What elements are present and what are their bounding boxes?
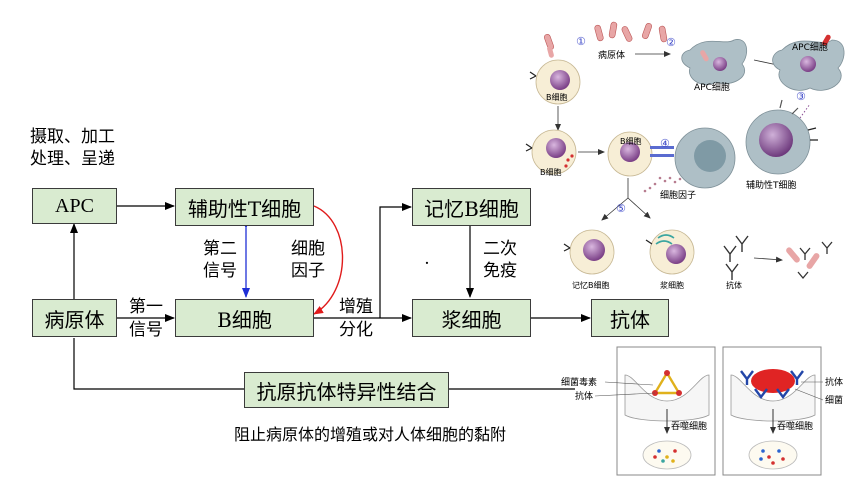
- panel-toxin: [624, 370, 710, 470]
- illus-apc-label-2: APC细胞: [792, 41, 828, 53]
- step-1: ①: [576, 35, 586, 48]
- label-secondary-line2: 免疫: [483, 261, 517, 281]
- label-cytokine-line1: 细胞: [291, 239, 325, 259]
- label-toxin: 细菌毒素: [561, 376, 597, 388]
- b-cell-activated: [607, 131, 674, 177]
- node-antibody: 抗体: [591, 299, 669, 337]
- node-plasma: 浆细胞: [412, 299, 531, 337]
- node-helper-t: 辅助性T细胞: [175, 188, 314, 226]
- step-3: ③: [796, 90, 806, 103]
- panel-bacteria: [730, 369, 816, 470]
- label-capture-line1: 摄取、加工: [30, 127, 115, 147]
- arrow-cytokine: [313, 205, 344, 315]
- apc-cell-1: [681, 39, 748, 85]
- arrow-bcell-to-memory: [379, 203, 412, 318]
- label-cytokine-line2: 因子: [291, 261, 325, 281]
- illus-pathogen-label: 病原体: [598, 49, 625, 61]
- label-signal2-line1: 第二: [203, 239, 237, 259]
- illus-bcell-label-mid: B细胞: [540, 167, 562, 177]
- label-bacteria: 细菌: [825, 394, 843, 406]
- label-antibody-right: 抗体: [825, 376, 843, 388]
- helper-t-cell-left: [674, 127, 736, 189]
- label-proliferation: 增殖 分化: [334, 296, 378, 341]
- step-2: ②: [666, 36, 676, 49]
- antibody-pathogen-complex: [786, 241, 833, 280]
- phagocytosis-illustration: 细菌毒素 抗体 吞噬细胞 抗体 细菌 吞噬细胞: [561, 346, 843, 476]
- step-4: ④: [660, 137, 670, 150]
- node-apc: APC: [32, 188, 117, 224]
- immune-illustration: ① 病原体 ② APC细胞 APC细胞 ③ B细胞 B细胞 B细: [525, 21, 845, 290]
- illus-memory-b-label: 记忆B细胞: [572, 280, 610, 290]
- illus-helper-t-label: 辅助性T细胞: [746, 179, 797, 191]
- memory-b-cell: [563, 229, 615, 275]
- label-phagocyte-left: 吞噬细胞: [671, 420, 707, 432]
- label-signal2-line2: 信号: [203, 261, 237, 281]
- label-antibody-left: 抗体: [575, 390, 593, 402]
- b-cell-middle: [525, 129, 577, 175]
- illus-bcell-label-center: B细胞: [620, 136, 642, 146]
- step-5: ⑤: [616, 202, 626, 215]
- illus-cytokine-label: 细胞因子: [660, 189, 696, 201]
- label-prolif-line1: 增殖: [339, 297, 373, 317]
- label-secondary: 二次 免疫: [478, 238, 522, 282]
- label-signal1-line2: 信号: [129, 320, 163, 340]
- b-cell-top: [529, 45, 581, 105]
- pathogen-rods: [543, 21, 668, 50]
- label-capture: 摄取、加工 处理、呈递: [30, 126, 140, 170]
- label-signal1: 第一 信号: [124, 296, 168, 341]
- illus-apc-label-1: APC细胞: [694, 81, 730, 93]
- node-memory-b: 记忆B细胞: [412, 188, 531, 226]
- label-prolif-line2: 分化: [339, 320, 373, 340]
- plasma-cell: [645, 229, 695, 275]
- cytokine-dots: [643, 176, 682, 193]
- node-antigen-antibody-binding: 抗原抗体特异性结合: [244, 372, 449, 408]
- label-signal2: 第二 信号: [198, 238, 242, 282]
- label-capture-line2: 处理、呈递: [30, 149, 115, 169]
- illus-antibody-label: 抗体: [726, 280, 742, 290]
- label-secondary-line1: 二次: [483, 239, 517, 259]
- label-prevent: 阻止病原体的增殖或对人体细胞的黏附: [233, 425, 506, 444]
- label-phagocyte-right: 吞噬细胞: [777, 420, 813, 432]
- apc-cell-2: [772, 34, 845, 91]
- label-dot: .: [424, 249, 430, 269]
- antibody-shapes: [723, 235, 749, 280]
- label-cytokine: 细胞 因子: [286, 238, 330, 282]
- node-pathogen: 病原体: [32, 299, 117, 337]
- node-b-cell: B细胞: [175, 299, 314, 337]
- label-signal1-line1: 第一: [129, 297, 163, 317]
- arrow-pathogen-to-binding: [73, 338, 244, 390]
- illus-bcell-label-top: B细胞: [546, 92, 568, 102]
- helper-t-cell-right: [745, 99, 818, 175]
- illus-plasma-label: 浆细胞: [660, 280, 684, 290]
